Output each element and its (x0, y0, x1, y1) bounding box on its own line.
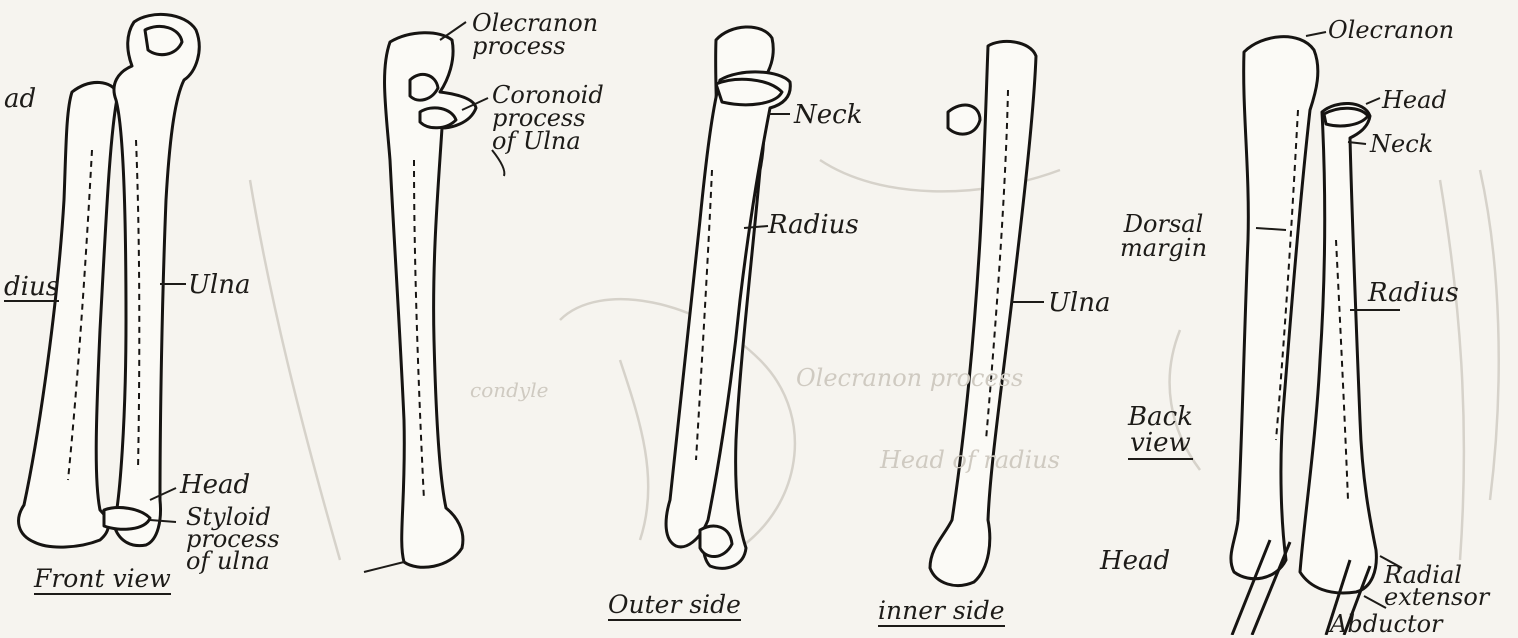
label-radius-partial: dius (4, 274, 59, 302)
label-outer-radius: Radius (768, 212, 859, 238)
ghost-olecranon-text: Olecranon process (796, 366, 1023, 390)
inner-ulna-bone (930, 41, 1036, 585)
label-styloid-process: Styloid process of ulna (186, 506, 280, 572)
ghost-head-radius-text: Head of radius (880, 448, 1060, 472)
label-back-neck: Neck (1370, 132, 1433, 156)
inner-side-bone-group (930, 41, 1036, 585)
label-dorsal-margin: Dorsal margin (1120, 212, 1207, 260)
outer-side-bones (666, 27, 790, 568)
back-ulna-bone (1231, 37, 1318, 579)
label-front-ulna: Ulna (188, 272, 250, 298)
caption-front-view: Front view (34, 566, 171, 595)
caption-outer-side: Outer side (608, 592, 741, 621)
label-inner-ulna: Ulna (1048, 290, 1110, 316)
label-back-radius: Radius (1368, 280, 1459, 306)
label-head-partial: ad (4, 86, 36, 112)
label-outer-neck: Neck (794, 102, 862, 128)
label-back-olecranon: Olecranon (1328, 18, 1454, 42)
ghost-condyle-text: condyle (470, 380, 548, 400)
label-back-head-lower: Head (1100, 548, 1170, 574)
label-abductor: Abductor (1330, 612, 1443, 636)
back-radius-bone (1300, 103, 1376, 593)
caption-inner-side: inner side (878, 598, 1005, 627)
label-back-head: Head (1382, 88, 1447, 112)
caption-back-view: Back view (1128, 404, 1193, 460)
leader-lines (150, 22, 1402, 608)
back-view-bones (1231, 37, 1376, 635)
label-coronoid-process: Coronoid process of Ulna (492, 84, 604, 152)
label-radial-extensor: Radial extensor (1384, 564, 1489, 608)
front-ulna-bone (114, 14, 199, 545)
ulna-side-bone-group (385, 33, 476, 568)
label-olecranon-process: Olecranon process (472, 12, 598, 58)
front-radius-bone (19, 82, 118, 547)
label-front-head: Head (180, 472, 250, 498)
